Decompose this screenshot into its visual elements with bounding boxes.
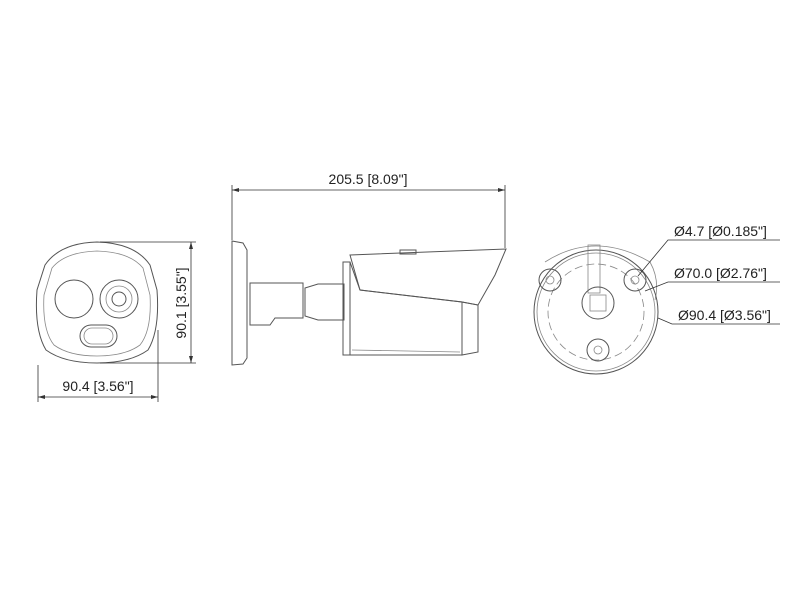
mounting-hole [586, 338, 610, 362]
optical-lens [99, 279, 139, 319]
mount-joint [304, 283, 345, 321]
ir-window [79, 324, 118, 348]
width-label: 90.4 [3.56"] [62, 378, 133, 394]
bolt-circle-label: Ø70.0 [Ø2.76"] [674, 265, 767, 281]
front-view: 90.4 [3.56"] 90.1 [3.55"] [35, 241, 196, 402]
hole-diameter-label: Ø4.7 [Ø0.185"] [674, 223, 767, 239]
rear-view: Ø4.7 [Ø0.185"] Ø70.0 [Ø2.76"] Ø90.4 [Ø3.… [533, 223, 780, 375]
mounting-hole [623, 268, 647, 292]
side-view: 205.5 [8.09"] [231, 171, 507, 366]
mounting-hole [538, 268, 562, 292]
bolt-circle [547, 263, 645, 361]
height-label: 90.1 [3.55"] [173, 267, 189, 338]
mount-arm [249, 282, 304, 326]
mount-plate [231, 240, 248, 366]
camera-body [349, 261, 463, 356]
base-circle [533, 249, 659, 375]
base-diameter-label: Ø90.4 [Ø3.56"] [678, 307, 771, 323]
thermal-lens [54, 279, 94, 319]
cable-connector [581, 286, 615, 320]
length-label: 205.5 [8.09"] [329, 171, 408, 187]
sun-shield [349, 248, 507, 306]
